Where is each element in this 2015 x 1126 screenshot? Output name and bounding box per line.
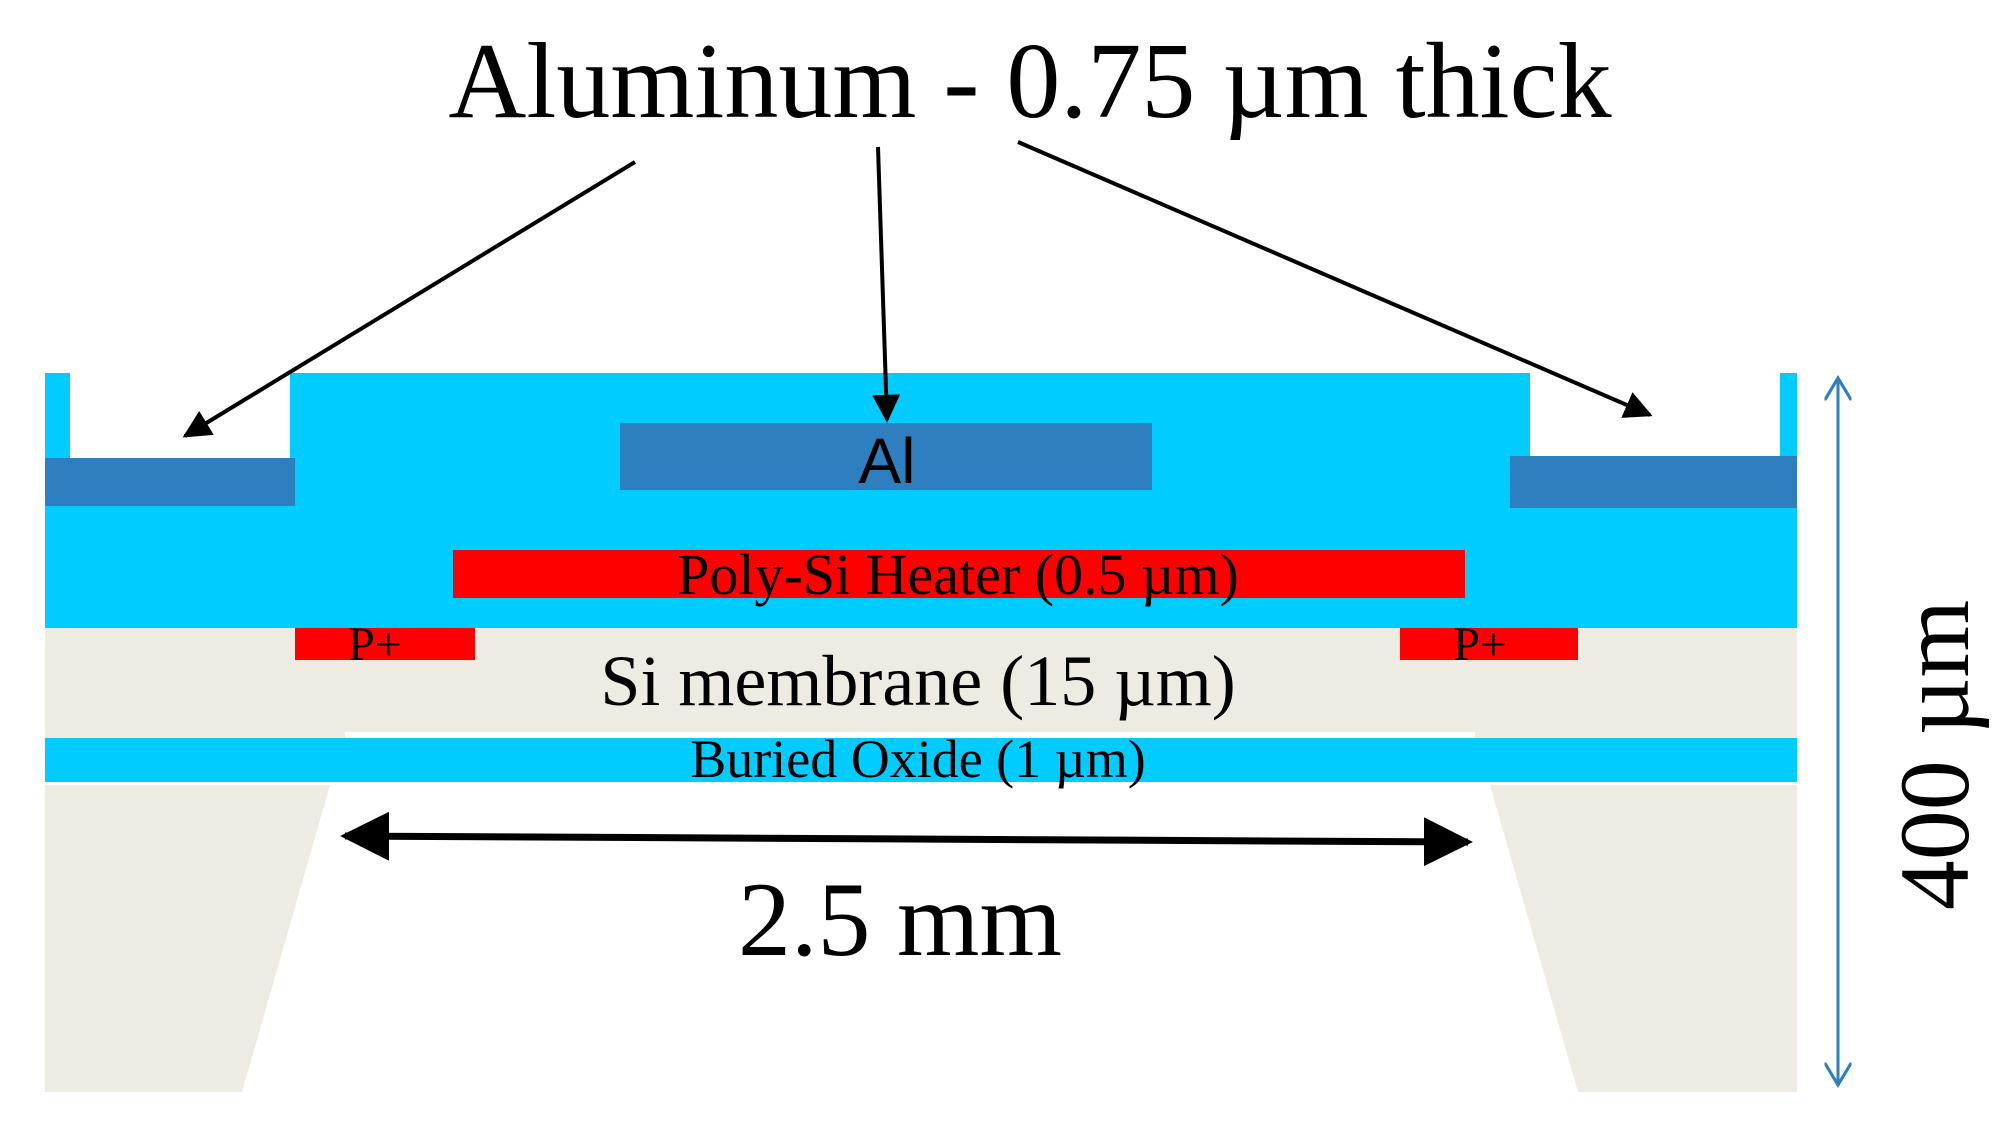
buried-oxide-layer — [45, 738, 1797, 782]
aluminum-callout-label: Aluminum - 0.75 µm thick — [448, 22, 1611, 141]
p-plus-label-right: P+ — [1453, 618, 1507, 671]
membrane-label: Si membrane (15 µm) — [600, 641, 1235, 721]
callout-arrow-right — [1017, 140, 1653, 418]
p-plus-region-left — [295, 628, 475, 660]
silicon-substrate-right — [1490, 785, 1797, 1092]
callout-arrow-left — [182, 160, 637, 438]
aluminum-pad-right — [1510, 456, 1797, 508]
callout-arrow-center — [872, 146, 901, 423]
membrane-cavity-outline — [345, 732, 1475, 738]
heater-label: Poly-Si Heater (0.5 µm) — [677, 542, 1239, 607]
al-layer-label: Al — [859, 425, 916, 497]
p-plus-label-left: P+ — [348, 618, 402, 671]
aluminum-pad-left — [45, 458, 295, 506]
width-dimension-arrow — [340, 811, 1473, 867]
aluminum-pad-center — [620, 423, 1152, 490]
height-dimension-label: 400 µm — [1879, 600, 1990, 910]
buried-oxide-label: Buried Oxide (1 µm) — [690, 729, 1146, 789]
poly-si-heater — [453, 550, 1465, 598]
silicon-substrate-left — [45, 785, 330, 1092]
p-plus-region-right — [1400, 628, 1578, 660]
width-dimension-label: 2.5 mm — [738, 861, 1062, 978]
